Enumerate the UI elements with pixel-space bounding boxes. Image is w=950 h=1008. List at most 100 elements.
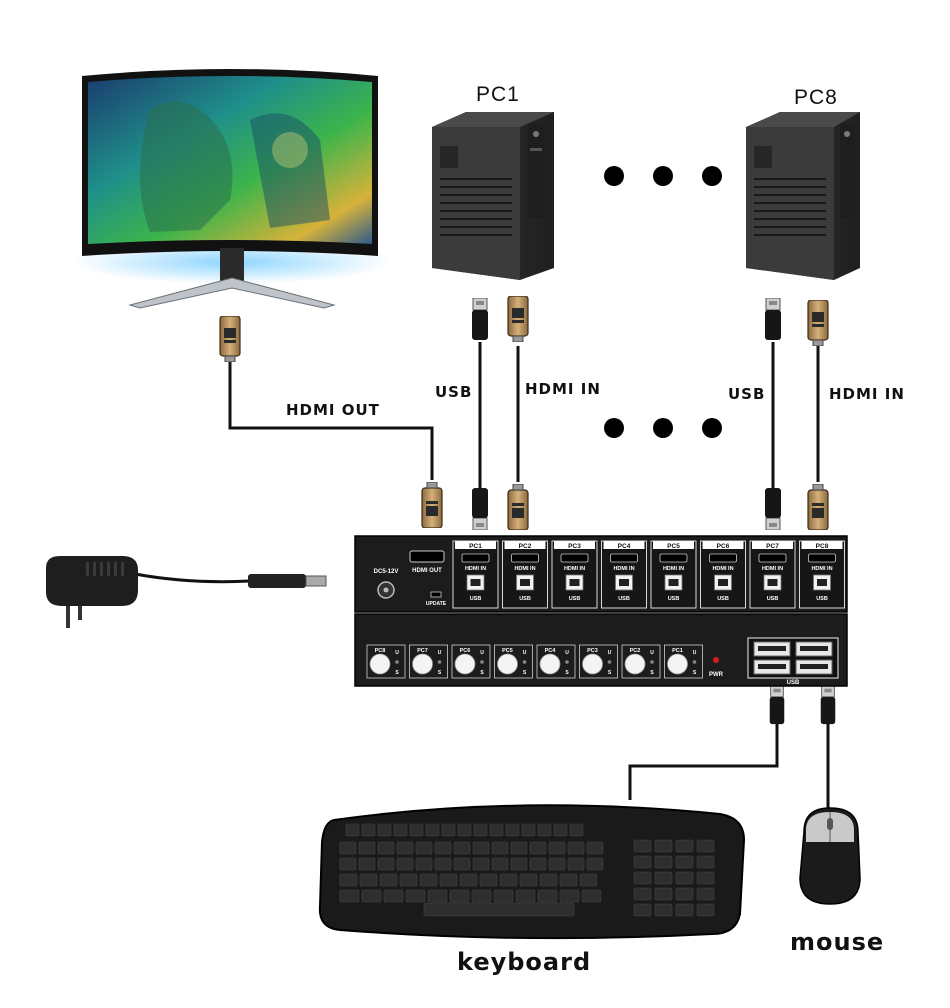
update-port [430, 591, 442, 598]
usb-plug-pc8 [764, 298, 782, 341]
select-button-pc8[interactable] [369, 653, 391, 675]
usb-plug-pc1 [471, 298, 489, 341]
front-usb-ports [753, 641, 833, 675]
led-u-label: U [608, 650, 612, 656]
hdmi-plug-pc1 [507, 296, 529, 342]
status-led [692, 660, 697, 664]
usb-plug-keyboard [769, 686, 785, 725]
back-port-pc-label: PC6 [717, 543, 730, 550]
hdmi-plug-monitor [219, 316, 241, 362]
usb-b-port-label: USB [519, 596, 531, 602]
status-led [607, 660, 612, 664]
keyboard-cable [628, 722, 779, 800]
hdmi-in-port-label: HDMI IN [712, 566, 733, 572]
back-port-pc-label: PC4 [618, 543, 631, 550]
front-usb-label: USB [787, 680, 800, 686]
hdmi-in-port [461, 553, 490, 563]
led-u-label: U [565, 650, 569, 656]
dc-input-label: DC5-12V [374, 569, 399, 575]
front-button-label: PC5 [502, 648, 513, 654]
status-led [395, 660, 399, 664]
back-port-pc-label: PC5 [667, 543, 680, 550]
led-u-label: U [523, 650, 527, 656]
usb-b-port-label: USB [470, 596, 482, 602]
status-led [565, 660, 569, 664]
usb-plug-mouse [820, 686, 836, 725]
select-button-pc3[interactable] [582, 653, 603, 675]
cables [134, 342, 830, 810]
led-s-label: S [395, 670, 399, 676]
hdmi-in-port [808, 553, 836, 563]
hdmi-out-cable [228, 362, 434, 480]
led-s-label: S [608, 670, 612, 676]
hdmi-out-label: HDMI OUT [286, 401, 380, 419]
led-u-label: U [480, 650, 484, 656]
back-port-pc-label: PC2 [519, 543, 532, 550]
update-port-label: UPDATE [426, 601, 447, 607]
led-s-label: S [693, 670, 697, 676]
status-led [650, 660, 654, 664]
keyboard-label: keyboard [457, 948, 592, 976]
monitor-stand [128, 277, 336, 309]
power-adapter [46, 556, 327, 628]
usb-b-port-label: USB [816, 596, 828, 602]
usb-b-port-label: USB [767, 596, 779, 602]
pc1-case [432, 112, 554, 280]
led-u-label: U [395, 650, 399, 656]
front-button-label: PC2 [630, 648, 641, 654]
hdmi-in-port [610, 553, 638, 563]
front-select-button-group: PC4 U S [536, 644, 576, 679]
pc8-case [746, 112, 860, 280]
hdmi-in-port-label: HDMI IN [663, 566, 684, 572]
front-button-label: PC7 [417, 648, 428, 654]
hdmi-in-label-pc8: HDMI IN [829, 385, 905, 403]
select-button-pc6[interactable] [454, 653, 476, 675]
led-s-label: S [438, 670, 442, 676]
usb-b-port-label: USB [717, 596, 729, 602]
monitor [72, 69, 392, 309]
front-button-label: PC4 [545, 648, 557, 654]
status-led [480, 660, 484, 664]
pc8-label: PC8 [794, 86, 838, 109]
keyboard-device [318, 804, 746, 940]
status-led [437, 660, 442, 664]
back-port-pc-label: PC7 [766, 543, 779, 550]
pc1-label: PC1 [476, 83, 520, 106]
hdmi-in-port-label: HDMI IN [613, 566, 634, 572]
hdmi-in-port [659, 553, 688, 563]
select-button-pc7[interactable] [412, 653, 433, 675]
hdmi-in-port-label: HDMI IN [514, 566, 535, 572]
select-button-pc4[interactable] [539, 653, 561, 675]
hdmi-out-port-label: HDMI OUT [412, 568, 442, 574]
usb-b-port-label: USB [618, 596, 630, 602]
usb-label-pc1: USB [435, 383, 473, 401]
hdmi-in-port-label: HDMI IN [811, 566, 832, 572]
led-s-label: S [650, 670, 654, 676]
back-port-pc-label: PC8 [816, 543, 829, 550]
ellipsis-pcs [604, 166, 722, 186]
power-led-label: PWR [709, 672, 724, 678]
select-button-pc2[interactable] [624, 653, 646, 675]
select-button-pc1[interactable] [667, 653, 688, 675]
hdmi-in-port-label: HDMI IN [465, 566, 486, 572]
spacebar [423, 902, 575, 917]
usb-b-port-label: USB [569, 596, 581, 602]
select-button-pc5[interactable] [497, 653, 518, 675]
usb-label-pc8: USB [728, 385, 766, 403]
monitor-neck [220, 248, 244, 282]
led-s-label: S [565, 670, 569, 676]
hdmi-in-port-label: HDMI IN [564, 566, 585, 572]
